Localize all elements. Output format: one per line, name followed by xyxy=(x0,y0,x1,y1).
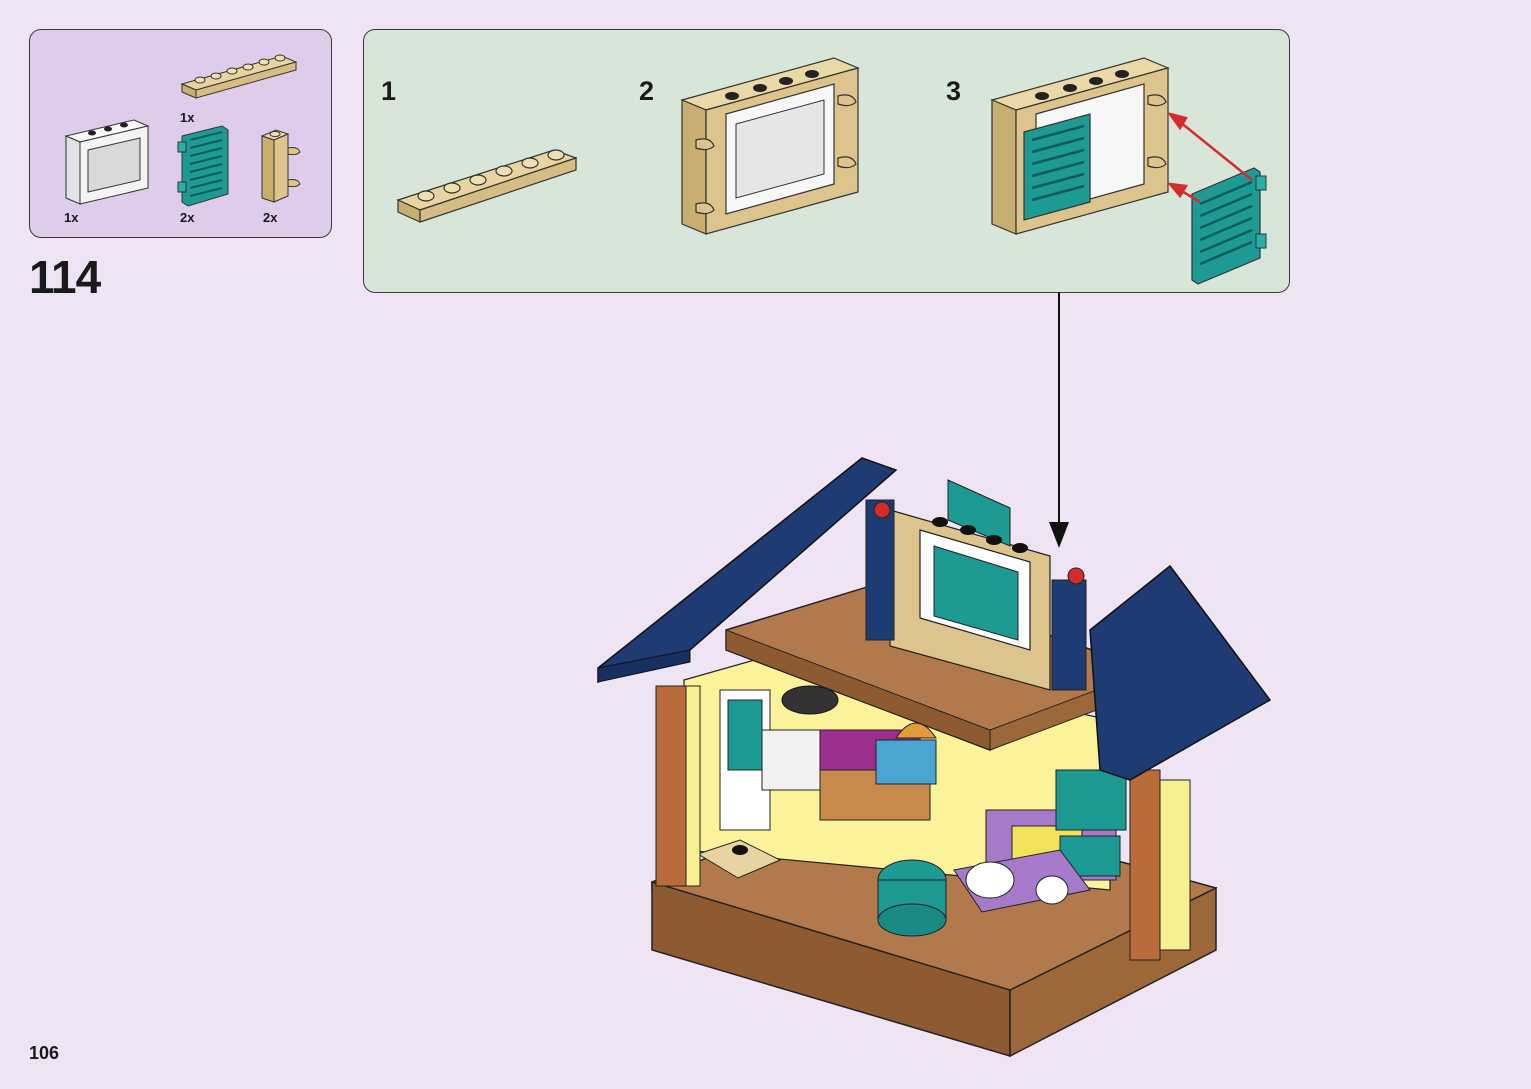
right-pillar xyxy=(1129,769,1161,961)
white-window-frame-icon xyxy=(64,119,150,205)
left-pillar xyxy=(655,685,687,887)
substep-panel: 1 2 3 xyxy=(363,29,1290,293)
step-number: 114 xyxy=(29,251,101,303)
parts-list-panel: 1x 1x 2x 2x xyxy=(29,29,332,238)
page-number: 106 xyxy=(29,1043,60,1063)
window-frame-qty: 1x xyxy=(64,210,79,225)
shutter-qty: 2x xyxy=(180,210,195,225)
right-roof xyxy=(1089,564,1272,781)
tan-plate-icon xyxy=(180,54,298,99)
substep-1-tan-plate xyxy=(396,149,578,223)
substep-3-label: 3 xyxy=(946,76,962,106)
tan-plate-qty: 1x xyxy=(180,110,195,125)
substep-2-label: 2 xyxy=(639,76,655,106)
house-model-illustration xyxy=(597,457,1272,1058)
tan-brick-clips-icon xyxy=(260,129,301,203)
connector-arrow xyxy=(1049,292,1069,548)
substep-2-window-assembly xyxy=(680,57,860,235)
teal-shutter-icon xyxy=(177,125,229,207)
brick-clips-qty: 2x xyxy=(263,210,278,225)
substep-3-shutter-assembly xyxy=(990,57,1267,285)
substep-1-label: 1 xyxy=(381,76,397,106)
stove xyxy=(761,729,823,791)
